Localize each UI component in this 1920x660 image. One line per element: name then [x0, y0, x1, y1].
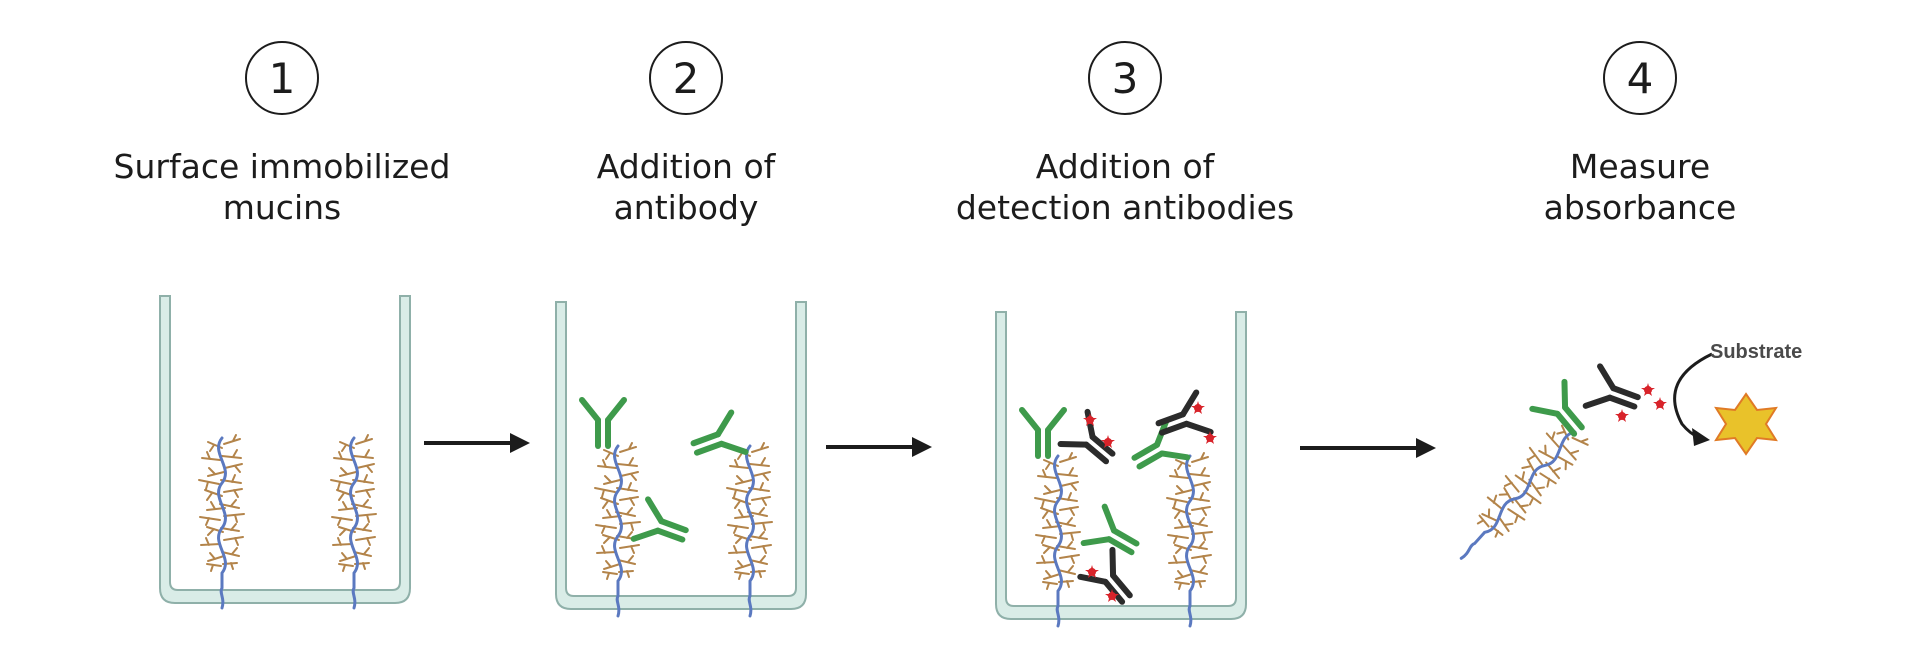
- svg-text:Addition of: Addition of: [1036, 147, 1216, 186]
- step-4-badge: 4: [1603, 41, 1677, 115]
- svg-text:3: 3: [1112, 54, 1139, 103]
- svg-text:2: 2: [673, 54, 700, 103]
- primary-antibody: [582, 400, 624, 446]
- primary-antibody: [688, 412, 746, 467]
- mucin-molecule: [1033, 451, 1082, 628]
- step-3-badge: 3: [1088, 41, 1162, 115]
- flow-arrow: [826, 437, 932, 457]
- well-3: [995, 311, 1247, 628]
- product-star-icon: [1714, 392, 1778, 456]
- step-1-badge: 1: [245, 41, 319, 115]
- mucin-molecule: [593, 441, 642, 618]
- svg-text:detection antibodies: detection antibodies: [956, 188, 1294, 227]
- enzyme-label: [1653, 397, 1667, 410]
- step-2-badge: 2: [649, 41, 723, 115]
- primary-antibody: [1532, 382, 1594, 444]
- enzyme-label: [1615, 409, 1629, 422]
- svg-text:1: 1: [269, 54, 296, 103]
- svg-text:absorbance: absorbance: [1544, 188, 1737, 227]
- svg-text:Measure: Measure: [1570, 147, 1710, 186]
- step-3-title: Addition of detection antibodies: [956, 147, 1294, 227]
- step-4-title: Measure absorbance: [1544, 147, 1737, 227]
- well-1: [159, 295, 411, 610]
- well-2: [555, 301, 807, 618]
- svg-text:Surface immobilized: Surface immobilized: [114, 147, 451, 186]
- flow-arrow: [424, 433, 530, 453]
- detection-complex: [1442, 366, 1667, 575]
- detection-antibody: [1080, 550, 1142, 612]
- mucin-molecule: [1442, 412, 1595, 575]
- svg-text:mucins: mucins: [223, 188, 341, 227]
- detection-antibody: [1586, 366, 1644, 421]
- flow-arrow: [1300, 438, 1436, 458]
- substrate-arrow: [1673, 352, 1713, 446]
- primary-antibody: [1022, 410, 1064, 456]
- mucin-molecule: [725, 441, 774, 618]
- substrate-label: Substrate: [1710, 341, 1802, 363]
- step-1-title: Surface immobilized mucins: [114, 147, 451, 227]
- enzyme-label: [1641, 383, 1655, 396]
- svg-text:4: 4: [1627, 54, 1654, 103]
- mucin-molecule: [329, 433, 378, 610]
- step-2-title: Addition of antibody: [597, 147, 777, 227]
- primary-antibody: [634, 499, 692, 554]
- svg-text:Addition of: Addition of: [597, 147, 777, 186]
- mucin-molecule: [197, 433, 246, 610]
- svg-text:antibody: antibody: [614, 188, 759, 227]
- mucin-molecule: [1165, 451, 1214, 628]
